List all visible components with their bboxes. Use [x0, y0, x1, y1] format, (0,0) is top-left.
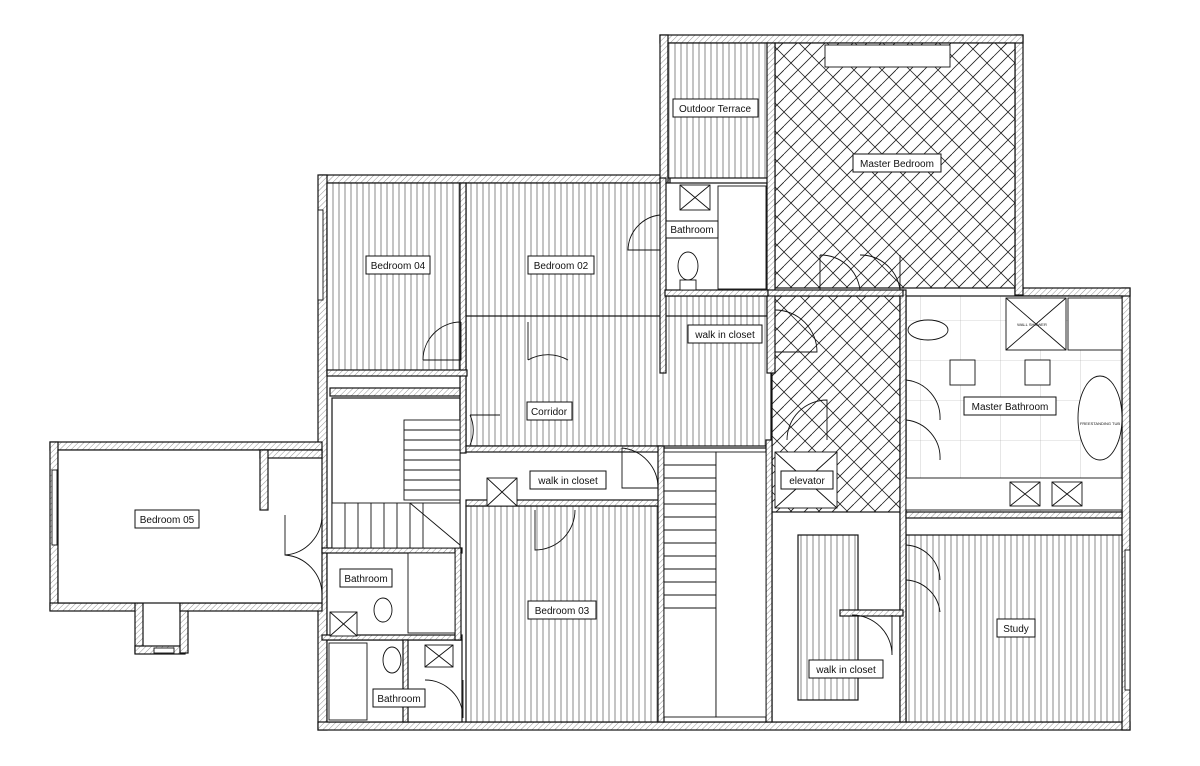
label-outdoor-terrace: Outdoor Terrace: [672, 98, 759, 118]
label-bedroom-04: Bedroom 04: [365, 255, 431, 275]
label-wall-shower: WALL SHOWER: [1017, 322, 1047, 327]
bedroom-04-floor: [326, 182, 461, 374]
svg-text:Corridor: Corridor: [531, 407, 568, 418]
svg-text:Bedroom 02: Bedroom 02: [534, 261, 589, 272]
svg-text:Bathroom: Bathroom: [377, 694, 420, 705]
master-toilet: [907, 319, 949, 341]
svg-text:Bedroom 03: Bedroom 03: [535, 606, 590, 617]
label-walk-in-closet-top: walk in closet: [687, 324, 763, 344]
svg-text:Study: Study: [1003, 624, 1029, 635]
toilet-top: [677, 251, 699, 281]
label-elevator: elevator: [780, 470, 834, 490]
label-bathroom-bottom: Bathroom: [372, 688, 426, 708]
label-study: Study: [996, 618, 1036, 638]
doors: [284, 214, 941, 719]
svg-text:Bathroom: Bathroom: [344, 574, 387, 585]
freestanding-tub: [1077, 375, 1123, 461]
svg-text:Bedroom 04: Bedroom 04: [371, 261, 426, 272]
label-bathroom-left: Bathroom: [339, 568, 393, 588]
windows: [51, 209, 1131, 691]
bathtub-top: [717, 185, 767, 290]
svg-text:Master Bedroom: Master Bedroom: [860, 159, 934, 170]
svg-text:elevator: elevator: [789, 476, 825, 487]
toilet-left: [373, 597, 393, 623]
label-freestanding-tub: FREESTANDING TUB: [1080, 421, 1120, 426]
label-bedroom-03: Bedroom 03: [527, 600, 597, 620]
label-master-bedroom: Master Bedroom: [852, 153, 942, 173]
label-master-bathroom: Master Bathroom: [963, 396, 1057, 416]
room-labels: Outdoor Terrace Master Bedroom Bedroom 0…: [134, 98, 1057, 708]
staircase: [331, 419, 767, 718]
svg-text:Bathroom: Bathroom: [670, 225, 713, 236]
label-bedroom-05: Bedroom 05: [134, 509, 200, 529]
svg-text:walk in closet: walk in closet: [537, 476, 598, 487]
floors: [57, 42, 1123, 723]
svg-text:walk in closet: walk in closet: [815, 665, 876, 676]
label-bathroom-top: Bathroom: [665, 220, 719, 239]
fixtures: [328, 44, 1123, 721]
label-bedroom-02: Bedroom 02: [527, 255, 595, 275]
interior-walls: [259, 42, 1123, 723]
label-corridor: Corridor: [526, 401, 573, 421]
fixture-labels: WALL SHOWER FREESTANDING TUB: [1017, 322, 1120, 426]
toilet-bottom: [382, 646, 402, 674]
svg-text:Outdoor Terrace: Outdoor Terrace: [679, 104, 752, 115]
label-walk-in-closet-right: walk in closet: [808, 659, 884, 679]
bathtub-bottom: [328, 642, 368, 721]
label-walk-in-closet-mid: walk in closet: [529, 470, 607, 490]
svg-text:Bedroom 05: Bedroom 05: [140, 515, 195, 526]
svg-text:Master Bathroom: Master Bathroom: [972, 402, 1049, 413]
svg-text:walk in closet: walk in closet: [694, 330, 755, 341]
